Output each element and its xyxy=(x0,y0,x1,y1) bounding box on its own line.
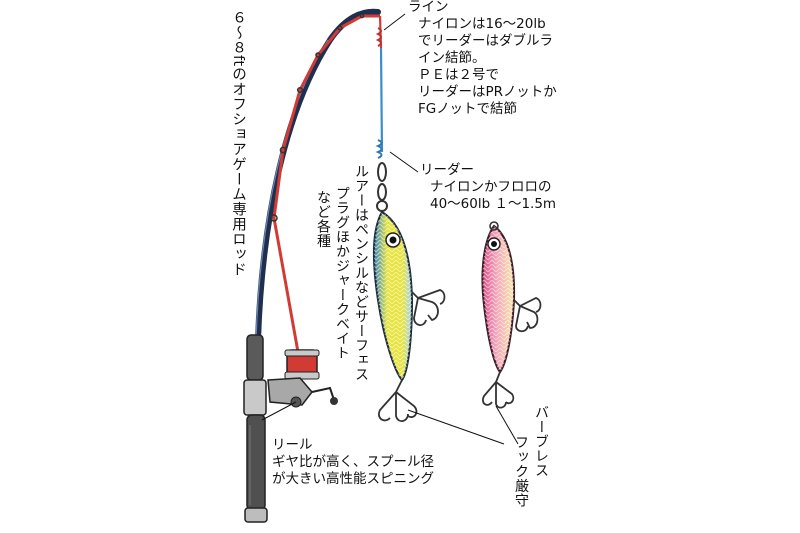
fishing-line-on-rod xyxy=(272,14,380,353)
callout-reel xyxy=(261,401,297,421)
line-title: ライン xyxy=(408,0,449,15)
leader-label: リーダー ナイロンかフロロの 40～60lb １～1.5m xyxy=(420,162,556,213)
reel-body xyxy=(267,377,313,406)
swivel xyxy=(377,162,387,182)
reel-seat xyxy=(243,379,267,416)
line-pe-2: リーダーはPRノットか xyxy=(418,84,557,100)
callout-lines xyxy=(261,13,519,445)
leader-knot xyxy=(375,139,383,159)
reel-title: リール xyxy=(272,437,313,453)
line-label: ライン ナイロンは16～20lb でリーダーはダブルラ イン結節。 ＰＥは２号で… xyxy=(408,0,557,118)
lure-label-line1: ルアーはペンシルなどサーフェス xyxy=(353,164,369,382)
callout-leader xyxy=(389,151,419,173)
line-pe-1: ＰＥは２号で xyxy=(418,67,499,83)
callout-line xyxy=(383,13,406,31)
line-nylon-2: でリーダーはダブルラ xyxy=(418,33,553,49)
rod xyxy=(243,8,381,523)
terminal-tackle xyxy=(375,15,388,212)
lure-label-line3: など各種 xyxy=(315,190,331,248)
line-nylon-1: ナイロンは16～20lb xyxy=(418,16,546,32)
reel-line1: ギヤ比が高く、スプール径 xyxy=(272,454,434,470)
leader-title: リーダー xyxy=(420,162,474,178)
callout-hook-2 xyxy=(495,405,519,445)
rod-label: ６～８ftのオフショアゲーム専用ロッド xyxy=(230,10,246,277)
rod-butt-cap xyxy=(244,507,268,523)
leader-line xyxy=(379,47,384,153)
double-line-knot xyxy=(375,27,382,47)
treble-hook-belly-2 xyxy=(513,297,542,333)
rod-guides xyxy=(270,13,365,222)
lure-label-line2: プラグほかジャークベイト xyxy=(334,186,350,360)
treble-hook-belly-1 xyxy=(411,289,446,326)
rod-foregrip xyxy=(246,334,264,381)
hook-label-line1: バーブレス xyxy=(533,405,549,478)
line-nylon-3: イン結節。 xyxy=(418,50,486,66)
hook-label-line2: フック厳守 xyxy=(513,435,529,508)
reel-label: リール ギヤ比が高く、スプール径 が大きい高性能スピニング xyxy=(272,437,434,488)
reel-handle xyxy=(311,386,335,401)
lure-pencil xyxy=(372,210,446,422)
lure-jerkbait xyxy=(481,221,542,409)
reel xyxy=(267,349,338,408)
leader-line2: 40～60lb １～1.5m xyxy=(430,196,557,212)
callout-hook-1 xyxy=(407,409,505,445)
rod-blank xyxy=(255,8,381,343)
line-pe-3: FGノットで結節 xyxy=(418,101,517,117)
leader-line1: ナイロンかフロロの xyxy=(430,179,552,195)
reel-line2: が大きい高性能スピニング xyxy=(272,471,434,487)
treble-hook-tail-2 xyxy=(482,371,515,409)
treble-hook-tail-1 xyxy=(378,379,418,422)
